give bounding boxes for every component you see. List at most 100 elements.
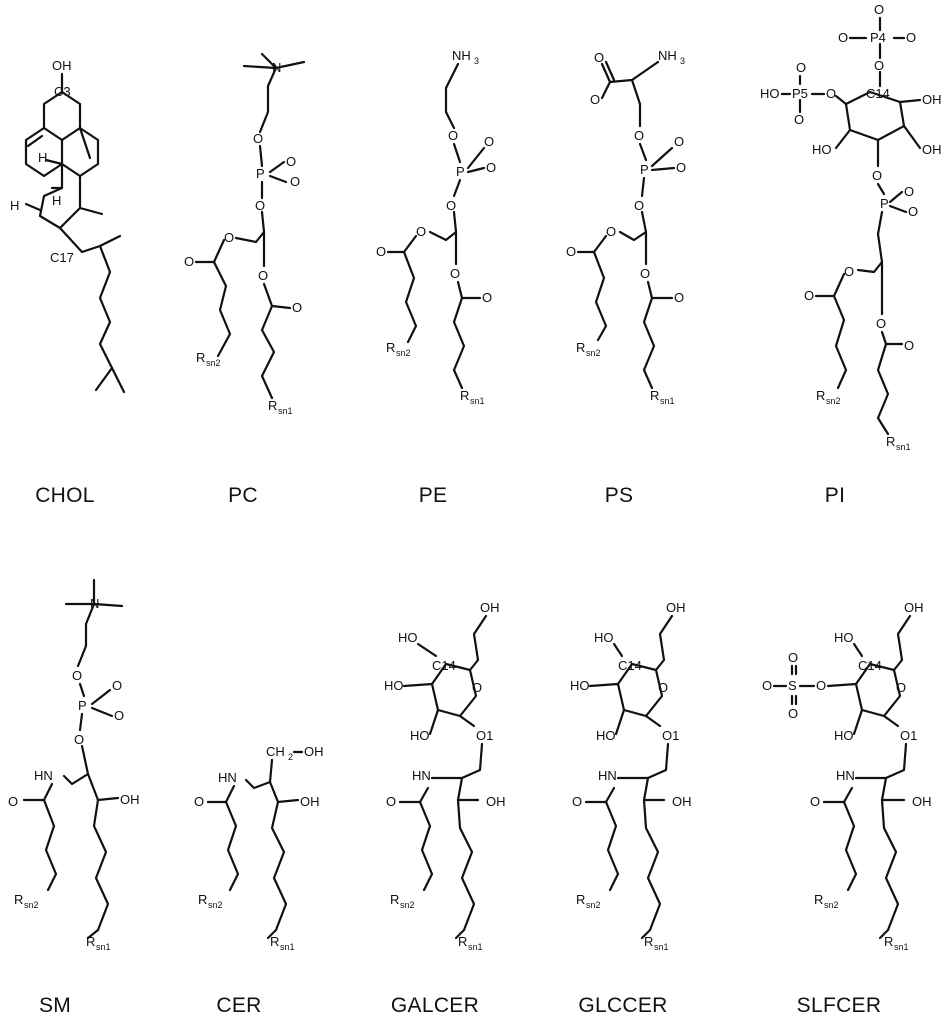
atom-r-sub: sn2 [586,348,601,358]
atom-o-double: O [486,160,496,175]
atom-r: R [644,934,653,949]
atom-o: O [634,128,644,143]
atom-oh: OH [922,92,942,107]
atom-carbonyl-o: O [810,794,820,809]
atom-r-sub: sn1 [470,396,485,406]
lipid-name-pi: PI [824,484,846,507]
structure-glccer: OH HO C14 HO O HO O1 HN OH O R sn2 R sn1 [570,600,692,952]
atom-o: O [224,230,234,245]
atom-o: O [826,86,836,101]
atom-r: R [576,340,585,355]
atom-oh: OH [922,142,942,157]
atom-hn: HN [836,768,855,783]
atom-ring-o: O [658,680,668,695]
atom-ho: HO [398,630,418,645]
atom-c14: C14 [618,658,642,673]
atom-r: R [458,934,467,949]
atom-carbonyl-o: O [566,244,576,259]
atom-c14: C14 [432,658,456,673]
atom-o: O [876,316,886,331]
atom-p: P [640,162,649,177]
lipid-name-cer: CER [216,994,262,1017]
atom-o: O [874,58,884,73]
structure-pi: O O P4 O O C14 OH OH HO HO P5 O O O O P … [760,2,942,452]
atom-hn: HN [34,768,53,783]
atom-r: R [196,350,205,365]
atom-r: R [816,388,825,403]
atom-r: R [198,892,207,907]
atom-o: O [816,678,826,693]
atom-r: R [814,892,823,907]
atom-r: R [86,934,95,949]
lipid-name-sm: SM [38,994,72,1017]
atom-r: R [460,388,469,403]
atom-r: R [268,398,277,413]
atom-n: N [272,60,281,75]
lipid-name-glccer: GLCCER [578,994,668,1017]
atom-r-sub: sn2 [824,900,839,910]
atom-carbonyl-o: O [376,244,386,259]
atom-carboxyl-o-minus: O [590,92,600,107]
atom-o-double: O [676,160,686,175]
atom-r-sub: sn1 [280,942,295,952]
atom-o: O [844,264,854,279]
atom-hn: HN [412,768,431,783]
atom-o-minus: O [674,134,684,149]
atom-o-minus: O [286,154,296,169]
atom-oh: OH [300,794,320,809]
atom-o-minus: O [762,678,772,693]
atom-o1: O1 [662,728,679,743]
atom-n: N [90,596,99,611]
lipid-name-slfcer: SLFCER [796,994,882,1017]
atom-o1: O1 [476,728,493,743]
atom-carbonyl-o: O [904,338,914,353]
structure-chol: OH C3 H H H C17 [10,58,126,394]
atom-nh3-sub: 3 [474,56,479,66]
atom-ch2: CH [266,744,285,759]
atom-o-minus: O [904,184,914,199]
atom-o-double: O [788,650,798,665]
atom-carbonyl-o: O [674,290,684,305]
atom-ch2-sub: 2 [288,752,293,762]
lipid-name-pe: PE [418,484,448,507]
atom-ho: HO [834,728,854,743]
atom-oh: OH [912,794,932,809]
atom-c17: C17 [50,250,74,265]
lipid-name-galcer: GALCER [390,994,480,1017]
atom-c14: C14 [866,86,890,101]
structure-pc: N O P O O O O O R sn2 O O R sn1 [184,52,306,416]
atom-oh: OH [666,600,686,615]
atom-r-sub: sn1 [654,942,669,952]
atom-ho: HO [594,630,614,645]
atom-carbonyl-o: O [194,794,204,809]
atom-r-sub: sn1 [894,942,909,952]
atom-o: O [640,266,650,281]
atom-r: R [390,892,399,907]
atom-h: H [52,193,61,208]
atom-ho: HO [384,678,404,693]
lipid-name-pc: PC [228,484,258,507]
atom-h: H [38,150,47,165]
atom-o: O [255,198,265,213]
structure-galcer: OH HO C14 HO O HO O1 HN OH O R sn2 R sn1 [384,600,506,952]
atom-o-double: O [290,174,300,189]
atom-o-minus: O [796,60,806,75]
structure-slfcer: OH HO C14 O S O O O O HO O1 HN OH O R sn… [762,600,932,952]
atom-p: P [78,698,87,713]
atom-o-minus: O [874,2,884,17]
atom-oh: OH [304,744,324,759]
atom-hn: HN [218,770,237,785]
atom-o-double: O [114,708,124,723]
atom-r-sub: sn2 [24,900,39,910]
atom-carboxyl-o: O [594,50,604,65]
atom-ho: HO [410,728,430,743]
atom-carbonyl-o: O [572,794,582,809]
atom-p: P [256,166,265,181]
atom-ring-o: O [896,680,906,695]
atom-r: R [576,892,585,907]
atom-ho: HO [570,678,590,693]
atom-nh3: NH [452,48,471,63]
atom-ho: HO [760,86,780,101]
atom-o: O [450,266,460,281]
